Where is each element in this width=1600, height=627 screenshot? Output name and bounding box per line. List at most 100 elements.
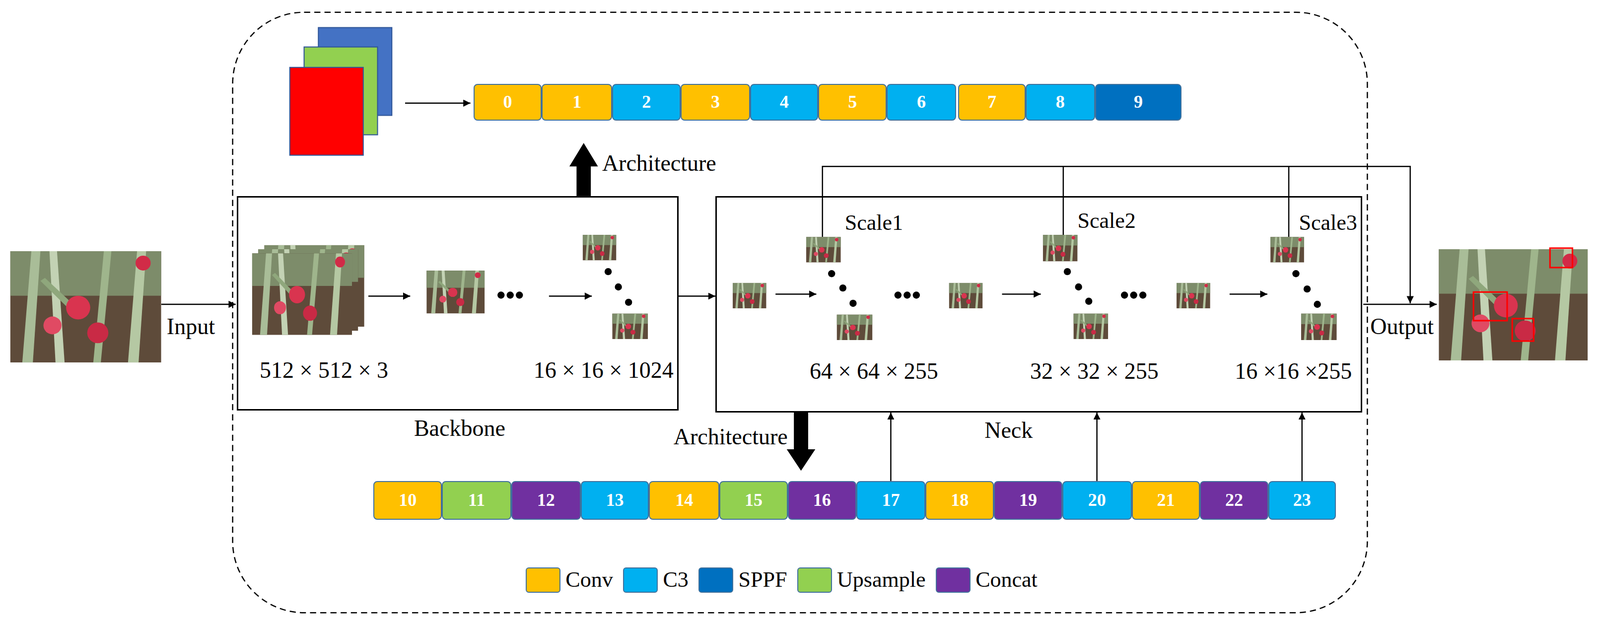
scale-output-line — [1062, 166, 1064, 235]
layer-block: 4 — [750, 83, 819, 121]
flow-arrow — [1229, 293, 1268, 295]
ellipsis-dot — [1063, 268, 1071, 276]
layer-block: 13 — [580, 481, 650, 520]
feature-label: Scale2 — [1077, 208, 1136, 233]
layer-block: 20 — [1062, 481, 1132, 520]
layer-block: 14 — [648, 481, 720, 520]
layer-number: 2 — [641, 92, 651, 113]
legend-swatch — [525, 567, 561, 593]
feature-label: 16 ×16 ×255 — [1234, 358, 1352, 384]
legend-swatch — [623, 567, 658, 593]
layer-block: 15 — [719, 481, 788, 520]
flow-label: Output — [1370, 314, 1434, 340]
ellipsis-dot — [1303, 285, 1311, 293]
feature-label: 64 × 64 × 255 — [809, 358, 939, 384]
flow-connector — [890, 412, 892, 482]
layer-block: 2 — [612, 83, 681, 121]
module-box: 512 × 512 × 316 × 16 × 1024Backbone — [236, 196, 679, 411]
ellipsis-dot — [839, 284, 847, 292]
feature-photo — [806, 236, 841, 263]
feature-photo — [732, 282, 767, 309]
layer-block: 6 — [886, 83, 957, 121]
layer-block: 18 — [925, 481, 994, 520]
flow-connector — [1301, 412, 1304, 482]
feature-photo — [1043, 234, 1078, 262]
output-arrow — [1363, 303, 1437, 305]
module-title: Backbone — [414, 416, 506, 442]
module-title: Neck — [984, 417, 1033, 444]
legend-swatch — [935, 567, 971, 593]
layer-block: 0 — [473, 83, 543, 121]
layer-number: 13 — [605, 490, 624, 511]
flow-arrow — [1001, 293, 1041, 295]
ellipsis-dot — [1085, 297, 1093, 305]
output-photo — [1438, 249, 1588, 361]
layer-number: 6 — [916, 92, 926, 113]
layer-number: 14 — [675, 490, 694, 511]
detection-box — [1512, 318, 1534, 342]
big-arrow-head — [786, 449, 816, 471]
big-arrow-shaft — [793, 412, 809, 452]
layer-block: 23 — [1268, 481, 1336, 520]
scale-output-line — [1288, 166, 1290, 237]
flow-label: Architecture — [602, 150, 717, 177]
feature-photo — [949, 282, 983, 309]
feature-photo — [1270, 236, 1305, 263]
layer-number: 0 — [503, 92, 513, 113]
ellipsis-dot — [1129, 291, 1137, 299]
model-boundary — [232, 12, 1368, 614]
layer-number: 5 — [847, 92, 857, 113]
layer-number: 11 — [468, 490, 486, 511]
input-arrow — [161, 303, 236, 305]
feature-photo — [582, 234, 617, 261]
layer-block: 21 — [1131, 481, 1201, 520]
ellipsis-dot — [614, 283, 622, 291]
layer-number: 16 — [813, 490, 832, 511]
layer-block: 11 — [441, 481, 512, 520]
layer-block: 19 — [993, 481, 1063, 520]
flow-label: Input — [166, 314, 215, 340]
detection-box — [1473, 291, 1508, 321]
legend-label: C3 — [662, 567, 689, 592]
feature-photo — [426, 270, 485, 314]
legend-label: SPPF — [738, 567, 787, 592]
flow-arrow — [775, 293, 817, 295]
ellipsis-dot — [1139, 291, 1147, 299]
feature-photo — [1301, 313, 1337, 341]
layer-number: 18 — [950, 490, 969, 511]
feature-label: 32 × 32 × 255 — [1030, 358, 1159, 384]
layer-block: 1 — [541, 83, 613, 121]
layer-number: 9 — [1133, 92, 1143, 113]
ellipsis-dot — [1292, 270, 1300, 278]
feature-photo — [1073, 313, 1109, 340]
layer-number: 19 — [1019, 490, 1038, 511]
legend-swatch — [797, 567, 833, 593]
layer-block: 22 — [1199, 481, 1269, 520]
feature-label: 512 × 512 × 3 — [259, 357, 389, 383]
big-arrow-head — [569, 142, 599, 167]
ellipsis-dot — [1074, 283, 1082, 291]
layer-number: 12 — [537, 490, 556, 511]
ellipsis-dot — [515, 291, 523, 299]
feature-photo — [612, 313, 648, 340]
layer-block: 12 — [511, 481, 581, 520]
feature-photo — [1176, 282, 1211, 309]
ellipsis-dot — [604, 268, 612, 276]
layer-number: 20 — [1088, 490, 1107, 511]
layer-block: 3 — [680, 83, 751, 121]
ellipsis-dot — [1313, 300, 1321, 308]
layer-number: 23 — [1293, 490, 1312, 511]
feature-photo — [252, 253, 352, 336]
flow-arrow — [368, 295, 411, 297]
detection-box — [1549, 248, 1573, 268]
ellipsis-dot — [912, 291, 920, 299]
scale-output-line — [822, 166, 1411, 304]
ellipsis-dot — [625, 298, 632, 306]
layer-block: 5 — [818, 83, 887, 121]
feature-label: Scale1 — [844, 210, 904, 235]
ellipsis-dot — [828, 270, 835, 278]
legend-label: Upsample — [836, 567, 926, 592]
ellipsis-dot — [894, 291, 902, 299]
flow-arrow — [549, 295, 592, 297]
